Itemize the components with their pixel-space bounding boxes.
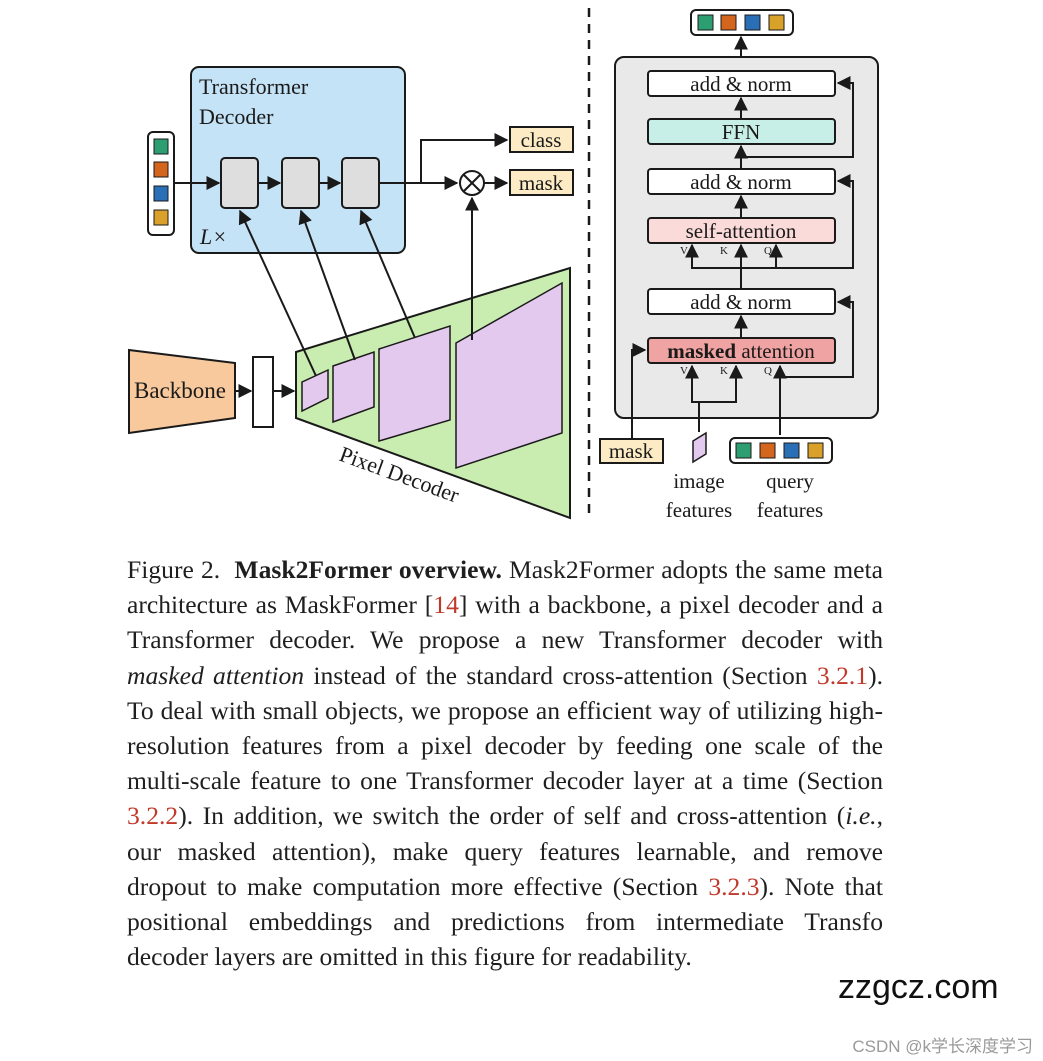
feature-map-1 xyxy=(301,368,329,413)
self-attn-v: V xyxy=(680,245,688,257)
backbone-output-block xyxy=(252,356,274,428)
query-color-1 xyxy=(153,138,169,155)
image-features-label-2: features xyxy=(666,498,732,522)
decoder-layer-2 xyxy=(281,157,320,209)
ref-3-2-1-link[interactable]: 3.2.1 xyxy=(816,660,869,690)
query-features-stack xyxy=(729,437,833,464)
add-norm-bottom xyxy=(647,288,836,315)
add-norm-top-label: add & norm xyxy=(690,72,791,96)
transformer-decoder-title-1: Transformer xyxy=(199,74,309,99)
input-mask-box xyxy=(599,438,664,464)
backbone-shape xyxy=(128,348,236,435)
output-class-box xyxy=(509,126,574,153)
image-feature-icon xyxy=(692,431,707,464)
transformer-decoder-title-2: Decoder xyxy=(199,104,274,129)
decoder-layer-3 xyxy=(341,157,380,209)
ffn-block xyxy=(647,118,836,145)
self-attention-label: self-attention xyxy=(686,219,797,243)
add-norm-mid xyxy=(647,168,836,195)
query-features-label-2: features xyxy=(757,498,823,522)
layers-label: L× xyxy=(199,224,227,249)
query-features-label-1: query xyxy=(766,469,814,493)
masked-attn-v: V xyxy=(680,365,688,377)
ffn-label: FFN xyxy=(722,120,761,144)
input-mask-label: mask xyxy=(609,439,654,463)
ref-3-2-2-link[interactable]: 3.2.2 xyxy=(127,801,179,831)
decoder-layer-1 xyxy=(220,157,259,209)
ref-14-link[interactable]: 14 xyxy=(433,590,459,620)
add-norm-bottom-label: add & norm xyxy=(690,290,791,314)
add-norm-top xyxy=(647,70,836,97)
query-color-2 xyxy=(153,161,169,178)
output-query-stack xyxy=(690,9,794,36)
feature-map-3 xyxy=(378,324,451,443)
output-mask-label: mask xyxy=(519,171,564,195)
self-attn-q: Q xyxy=(764,245,772,257)
output-mask-box xyxy=(509,169,574,196)
figure-caption: Figure 2. Mask2Former overview. Mask2For… xyxy=(127,555,884,972)
site-watermark: zzgcz.com xyxy=(832,968,1005,1007)
mask2former-figure: Pixel Decoder Backbone Transformer Decod… xyxy=(128,8,879,522)
query-color-3 xyxy=(153,185,169,202)
masked-attn-q: Q xyxy=(764,365,772,377)
self-attention-block xyxy=(647,217,836,244)
query-color-4 xyxy=(153,209,169,226)
masked-attention-block xyxy=(647,337,836,364)
caption-title: Mask2Former overview. xyxy=(234,555,502,584)
csdn-watermark: CSDN @k学长深度学习 xyxy=(852,1037,1033,1056)
ref-3-2-3-link[interactable]: 3.2.3 xyxy=(708,871,760,901)
self-attn-k: K xyxy=(720,245,728,257)
caption-label: Figure 2. xyxy=(127,555,221,584)
feature-map-4 xyxy=(455,281,563,470)
masked-attn-k: K xyxy=(720,365,728,377)
masked-attention-label: masked attention xyxy=(667,339,815,363)
backbone-label: Backbone xyxy=(134,378,226,403)
image-features-label-1: image xyxy=(673,469,724,493)
feature-map-2 xyxy=(332,350,375,424)
output-class-label: class xyxy=(521,128,562,152)
add-norm-mid-label: add & norm xyxy=(690,170,791,194)
